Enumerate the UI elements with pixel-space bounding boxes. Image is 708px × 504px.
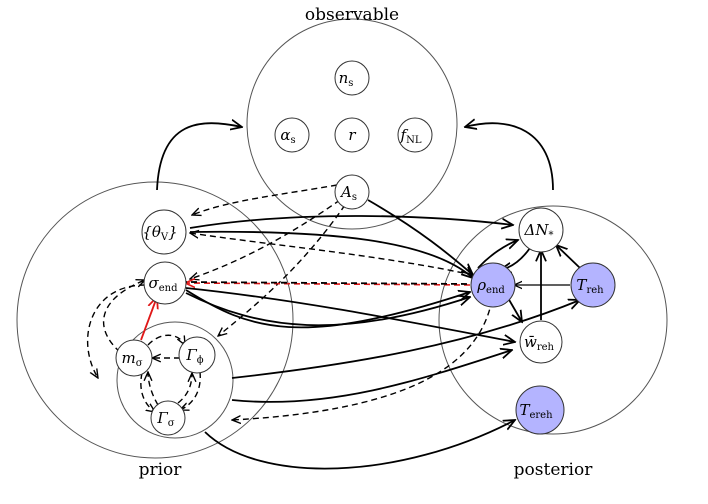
svg-text:Tereh: Tereh — [519, 401, 553, 421]
node-Delta-N: ΔN* — [518, 207, 564, 253]
edge-rho-end-to-inner — [232, 299, 493, 420]
edge-sigma-end-to-posterior-lower — [185, 289, 470, 329]
node-w-reh: w̄reh — [519, 320, 563, 364]
posterior-group-circle — [438, 205, 668, 435]
edge-m-sigma-to-sigma-end — [140, 297, 157, 341]
node-Gamma-sigma: Γσ — [150, 400, 186, 436]
edge-rho-end-to-sigma-end — [185, 283, 471, 285]
svg-text:ρend: ρend — [476, 276, 505, 296]
edge-rho-end-to-thetaV — [190, 233, 474, 276]
node-n-s: ns — [334, 60, 370, 96]
svg-text:ns: ns — [339, 69, 354, 89]
edge-m-sigma-to-Gamma-phi — [147, 334, 185, 345]
svg-text:As: As — [339, 183, 357, 203]
svg-text:r: r — [348, 126, 356, 144]
edge-thetaV-to-rho-end — [189, 230, 473, 278]
node-m-sigma: mσ — [115, 339, 153, 377]
svg-text:{θV}: {θV} — [142, 223, 177, 243]
edge-loop-sigma-end-left2 — [103, 280, 145, 353]
node-rho-end: ρend — [470, 262, 516, 308]
edge-As-to-rho-end — [367, 199, 473, 275]
node-Gamma-phi: Γϕ — [178, 336, 216, 374]
svg-text:w̄reh: w̄reh — [524, 333, 555, 353]
edge-sigma-end-to-w-reh — [185, 287, 515, 342]
edge-inner-to-T-ereh — [204, 420, 515, 470]
edge-thetaV-to-DeltaN — [189, 215, 513, 228]
observable-group-circle — [246, 18, 458, 230]
edge-rho-end-to-w-reh — [507, 297, 522, 322]
node-alpha-s: αs — [274, 117, 310, 153]
node-A-s: As — [334, 174, 370, 210]
node-T-reh: Treh — [570, 262, 616, 308]
edge-inner-to-DeltaN — [231, 300, 580, 379]
edge-Gamma-phi-to-Gamma-sigma — [180, 371, 201, 410]
edge-prior-to-observable — [156, 123, 242, 191]
edge-As-to-sigma-end — [190, 199, 341, 279]
edge-inner-to-w-reh — [231, 350, 512, 403]
edge-rho-end-to-DeltaN — [477, 240, 518, 269]
edge-posterior-to-observable — [465, 123, 554, 191]
edge-As-to-thetaV — [192, 184, 338, 215]
svg-text:fNL: fNL — [400, 126, 422, 146]
svg-text:ΔN*: ΔN* — [524, 221, 554, 241]
svg-text:αs: αs — [280, 126, 295, 146]
inner-prior-group-circle — [116, 321, 234, 439]
prior-title: prior — [139, 460, 183, 480]
node-r: r — [334, 117, 370, 153]
svg-text:mσ: mσ — [121, 349, 142, 369]
edge-Gamma-sigma-to-m-sigma — [148, 372, 159, 406]
posterior-title: posterior — [514, 460, 594, 480]
edge-m-sigma-to-Gamma-sigma — [140, 372, 155, 412]
edge-sigma-end-to-rho-end-curve — [185, 292, 470, 327]
svg-text:Γσ: Γσ — [156, 409, 174, 429]
edge-sigma-end-to-rho-end-black — [185, 281, 471, 285]
svg-text:Γϕ: Γϕ — [185, 346, 203, 366]
observable-title: observable — [305, 5, 399, 25]
node-T-ereh: Tereh — [515, 385, 565, 435]
svg-text:Treh: Treh — [576, 276, 604, 296]
edge-loop-sigma-end-left — [86, 284, 146, 378]
node-theta-V: {θV} — [141, 209, 187, 255]
svg-text:σend: σend — [148, 274, 178, 294]
edge-As-to-inner — [218, 204, 346, 336]
prior-group-circle — [16, 181, 294, 459]
node-sigma-end: σend — [143, 261, 187, 305]
edge-Gamma-sigma-to-Gamma-phi — [177, 373, 192, 404]
node-f-NL: fNL — [397, 117, 433, 153]
edge-T-reh-to-DeltaN — [556, 245, 581, 269]
